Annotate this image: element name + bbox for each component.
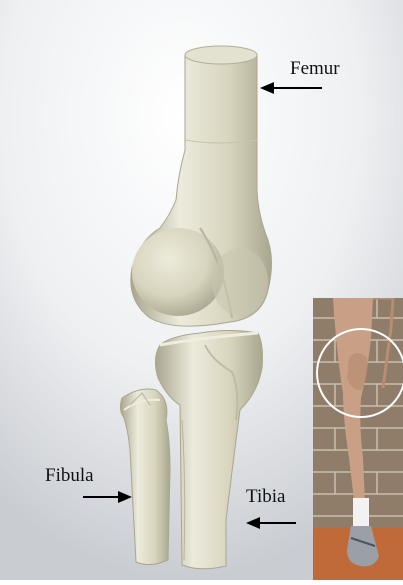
tibia-label: Tibia — [246, 486, 285, 508]
knee-photo-inset — [313, 298, 403, 580]
fibula-label: Fibula — [45, 465, 94, 487]
femur-label: Femur — [290, 58, 340, 80]
